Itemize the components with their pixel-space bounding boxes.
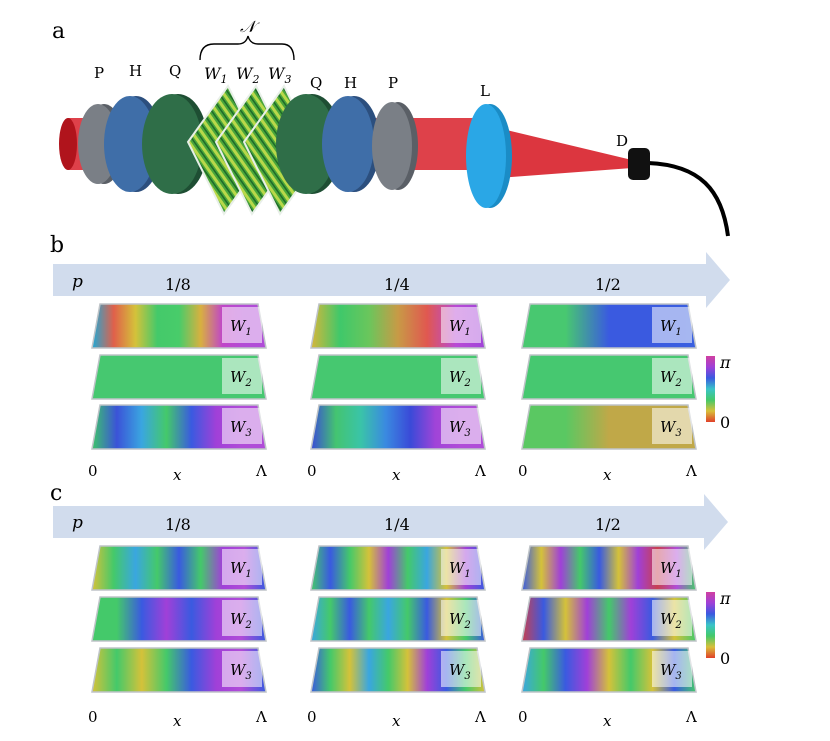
- detector: [628, 148, 730, 237]
- x-axis-lambda: Λ: [474, 708, 486, 726]
- colorbar: [706, 356, 715, 422]
- plate-label-box: [222, 358, 262, 394]
- x-axis-label: x: [392, 712, 401, 730]
- x-axis-label: x: [173, 466, 182, 484]
- x-axis-lambda: Λ: [474, 462, 486, 480]
- plate-label-w2: W2: [660, 368, 682, 389]
- x-axis-zero: 0: [307, 462, 317, 480]
- x-axis-lambda: Λ: [685, 462, 697, 480]
- x-axis-zero: 0: [518, 462, 528, 480]
- polarizer-right: [372, 102, 418, 190]
- colorbar-top-label: π: [719, 353, 731, 372]
- label-lens: L: [480, 82, 490, 100]
- label-p-left: P: [94, 64, 104, 82]
- x-axis-lambda: Λ: [685, 708, 697, 726]
- plate-label-box: [222, 408, 262, 444]
- fiber-cable: [647, 161, 730, 237]
- plate-label-box: [441, 358, 481, 394]
- colorbar-bottom-label: 0: [720, 413, 730, 432]
- plate-label-box: [652, 651, 692, 687]
- colorbar: [706, 592, 715, 658]
- plate-label-box: [652, 307, 692, 343]
- label-q-left: Q: [169, 62, 181, 80]
- plate-label-w2: W2: [660, 610, 682, 631]
- x-axis-label: x: [603, 712, 612, 730]
- plate-label-box: [222, 600, 262, 636]
- plate-label-w1: W1: [449, 559, 471, 580]
- label-w1: W1: [204, 64, 227, 86]
- x-axis-label: x: [392, 466, 401, 484]
- plate-label-w3: W3: [660, 661, 682, 682]
- x-axis-zero: 0: [518, 708, 528, 726]
- p-label-c: p: [72, 513, 83, 533]
- p-arrow-b: [53, 252, 730, 308]
- label-h-right: H: [344, 74, 357, 92]
- x-axis-label: x: [173, 712, 182, 730]
- plate-label-w1: W1: [230, 317, 252, 338]
- plate-label-w3: W3: [660, 418, 682, 439]
- x-axis-zero: 0: [88, 462, 98, 480]
- plate-label-w2: W2: [449, 610, 471, 631]
- plate-label-box: [441, 408, 481, 444]
- colorbar-bottom-label: 0: [720, 649, 730, 668]
- column-title: 1/4: [384, 515, 410, 534]
- plate-label-box: [222, 651, 262, 687]
- label-h-left: H: [129, 62, 142, 80]
- x-axis-lambda: Λ: [255, 708, 267, 726]
- column-title: 1/4: [384, 275, 410, 294]
- label-q-right: Q: [310, 74, 322, 92]
- panel-label-a: a: [52, 19, 65, 44]
- plate-label-w1: W1: [660, 559, 682, 580]
- quarter-wave-plate-left: [142, 94, 208, 194]
- p-label-b: p: [72, 272, 83, 292]
- label-p-right: P: [388, 74, 398, 92]
- plate-label-box: [222, 549, 262, 585]
- x-axis-label: x: [603, 466, 612, 484]
- waveplate-bracket: 𝒩: [199, 17, 295, 61]
- x-axis-lambda: Λ: [255, 462, 267, 480]
- beam-start: [59, 118, 77, 170]
- plate-label-box: [222, 307, 262, 343]
- x-axis-zero: 0: [88, 708, 98, 726]
- column-title: 1/2: [595, 515, 621, 534]
- plate-label-box: [441, 600, 481, 636]
- plate-label-w3: W3: [230, 418, 252, 439]
- lens: [466, 104, 512, 208]
- panel-label-c: c: [50, 481, 62, 506]
- label-detector: D: [616, 132, 628, 150]
- plate-label-box: [652, 408, 692, 444]
- plate-label-w3: W3: [449, 661, 471, 682]
- plate-label-w3: W3: [449, 418, 471, 439]
- plate-label-box: [441, 651, 481, 687]
- plate-label-box: [652, 358, 692, 394]
- panel-label-b: b: [50, 233, 64, 258]
- p-arrow-c: [53, 494, 728, 550]
- colorbar-top-label: π: [719, 589, 731, 608]
- plate-label-w1: W1: [230, 559, 252, 580]
- label-w3: W3: [268, 64, 291, 86]
- plate-label-box: [441, 307, 481, 343]
- half-wave-plate-right: [322, 96, 380, 192]
- bracket-label: 𝒩: [240, 17, 260, 36]
- plate-label-w1: W1: [449, 317, 471, 338]
- plate-label-box: [652, 549, 692, 585]
- plate-label-w2: W2: [230, 610, 252, 631]
- plate-label-w1: W1: [660, 317, 682, 338]
- plate-label-w3: W3: [230, 661, 252, 682]
- plate-label-w2: W2: [230, 368, 252, 389]
- plate-label-box: [652, 600, 692, 636]
- column-title: 1/2: [595, 275, 621, 294]
- column-title: 1/8: [165, 275, 191, 294]
- x-axis-zero: 0: [307, 708, 317, 726]
- column-title: 1/8: [165, 515, 191, 534]
- plate-label-box: [441, 549, 481, 585]
- label-w2: W2: [236, 64, 259, 86]
- beam-focus: [498, 128, 632, 178]
- plate-label-w2: W2: [449, 368, 471, 389]
